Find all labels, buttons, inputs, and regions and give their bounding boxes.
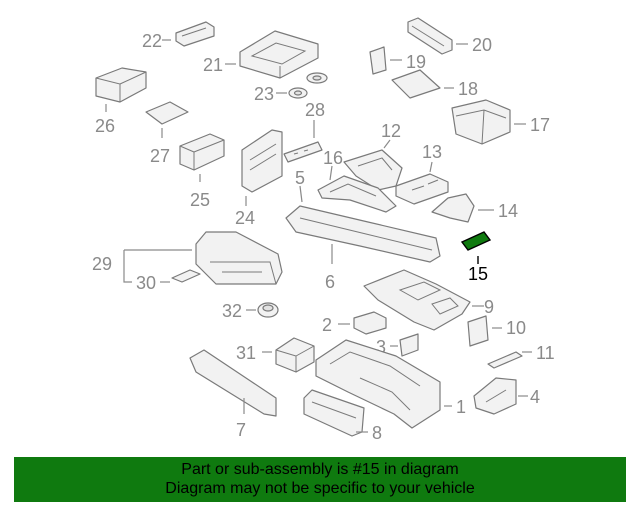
part-11[interactable] [487, 351, 523, 369]
leader-16 [329, 165, 333, 181]
callout-20: 20 [472, 35, 492, 55]
part-6[interactable] [285, 205, 441, 263]
part-14[interactable] [431, 193, 475, 223]
highlighted-part-15[interactable] [460, 231, 492, 251]
part-4[interactable] [473, 377, 517, 415]
part-19[interactable] [369, 46, 387, 75]
part-7[interactable] [189, 349, 277, 417]
callout-19: 19 [406, 52, 426, 72]
callout-12: 12 [381, 121, 401, 141]
part-29[interactable] [195, 231, 283, 285]
leader-30-bracket [123, 250, 132, 283]
part-26[interactable] [95, 67, 147, 103]
callout-16: 16 [323, 148, 343, 168]
part-2[interactable] [353, 311, 387, 335]
callout-31: 31 [236, 343, 256, 363]
part-18[interactable] [391, 69, 441, 99]
part-28[interactable] [283, 141, 323, 163]
callout-22: 22 [142, 31, 162, 51]
part-13[interactable] [395, 173, 449, 205]
part-27[interactable] [145, 101, 189, 125]
callout-23: 23 [254, 84, 274, 104]
callout-27: 27 [150, 146, 170, 166]
callout-25: 25 [190, 190, 210, 210]
callout-29: 29 [92, 254, 112, 274]
part-1[interactable] [315, 339, 441, 429]
part-10[interactable] [467, 315, 489, 347]
part-32[interactable] [257, 302, 279, 318]
info-banner: Part or sub-assembly is #15 in diagram D… [14, 457, 626, 502]
callout-9: 9 [484, 297, 494, 317]
callout-24: 24 [235, 208, 255, 228]
part-25[interactable] [179, 133, 225, 171]
leader-5 [299, 185, 303, 203]
callout-32: 32 [222, 301, 242, 321]
callout-13: 13 [422, 142, 442, 162]
callout-7: 7 [236, 420, 246, 440]
callout-3: 3 [376, 337, 386, 357]
part-21[interactable] [239, 30, 319, 79]
callout-18: 18 [458, 79, 478, 99]
part-24[interactable] [241, 129, 283, 193]
callout-5: 5 [295, 168, 305, 188]
banner-line-1: Part or sub-assembly is #15 in diagram [181, 461, 459, 478]
callout-17: 17 [530, 115, 550, 135]
callout-15: 15 [468, 264, 488, 284]
part-23[interactable] [288, 72, 328, 99]
part-22[interactable] [175, 21, 215, 47]
callout-30: 30 [136, 273, 156, 293]
part-17[interactable] [451, 99, 511, 145]
callout-14: 14 [498, 201, 518, 221]
callout-28: 28 [305, 100, 325, 120]
callout-10: 10 [506, 318, 526, 338]
banner-line-2: Diagram may not be specific to your vehi… [165, 480, 475, 497]
part-9[interactable] [363, 269, 471, 331]
leader-13 [429, 161, 433, 173]
exploded-parts-diagram: 22 21 23 20 19 18 26 27 [92, 17, 555, 443]
part-15[interactable] [460, 231, 492, 251]
leader-12 [383, 139, 391, 149]
part-31[interactable] [275, 337, 315, 373]
part-20[interactable] [407, 17, 453, 55]
callout-4: 4 [530, 387, 540, 407]
callout-1: 1 [456, 397, 466, 417]
part-16[interactable] [317, 175, 397, 213]
callout-6: 6 [325, 272, 335, 292]
callout-21: 21 [203, 55, 223, 75]
part-30[interactable] [171, 269, 201, 283]
part-8[interactable] [303, 389, 365, 437]
callout-11: 11 [536, 343, 555, 363]
callout-2: 2 [322, 315, 332, 335]
part-3[interactable] [399, 333, 419, 357]
callout-8: 8 [372, 423, 382, 443]
callout-26: 26 [95, 116, 115, 136]
